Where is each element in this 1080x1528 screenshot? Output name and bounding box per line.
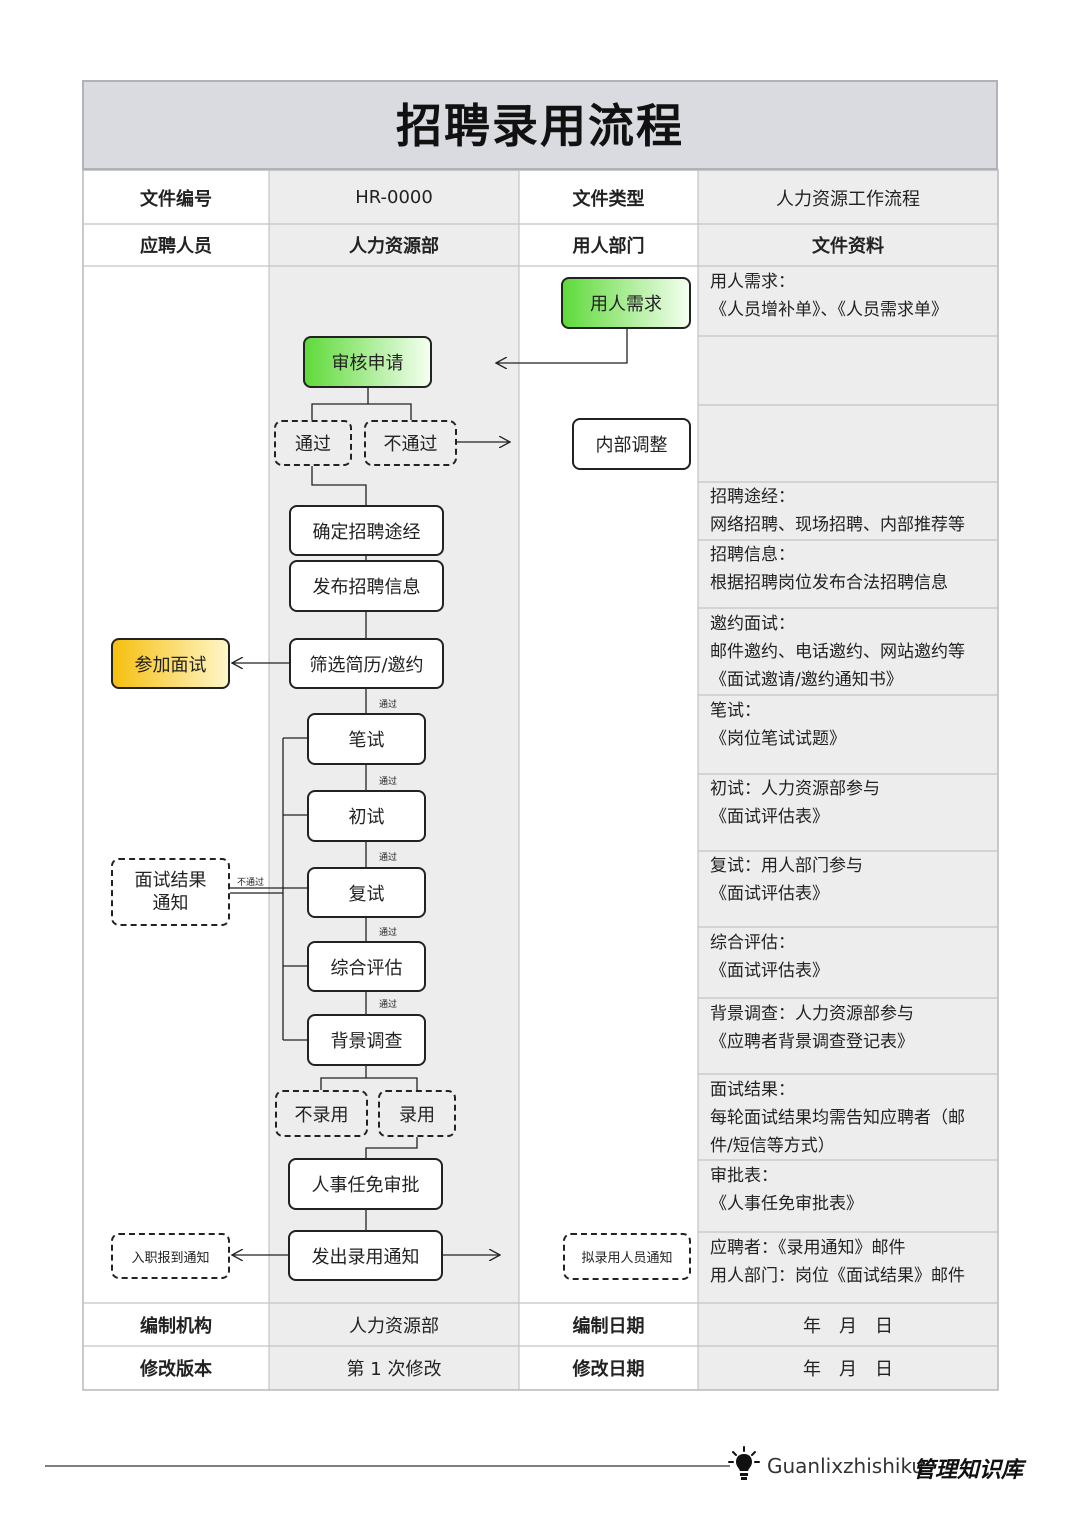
node-result-notice: 面试结果 通知: [111, 858, 230, 926]
note-background: 背景调查：人力资源部参与《应聘者背景调查登记表》: [710, 1004, 914, 1052]
footer-value-mod-date: 年 月 日: [803, 1359, 893, 1380]
note-demand: 用人需求：《人员增补单》、《人员需求单》: [710, 272, 948, 320]
node-first-interview: 初试: [307, 790, 426, 842]
node-dept-notice: 拟录用人员通知: [563, 1233, 691, 1280]
node-attend-interview: 参加面试: [111, 638, 230, 689]
node-publish: 发布招聘信息: [289, 560, 444, 612]
note-approval: 审批表：《人事任免审批表》: [710, 1166, 863, 1214]
note-result: 面试结果：每轮面试结果均需告知应聘者（邮件/短信等方式）: [710, 1080, 965, 1156]
node-onboard-notice: 入职报到通知: [111, 1233, 230, 1279]
node-channel: 确定招聘途经: [289, 505, 444, 556]
note-overall: 综合评估：《面试评估表》: [710, 933, 829, 981]
label-pass-2: 通过: [379, 777, 398, 787]
title-banner: [82, 80, 998, 170]
node-offer: 发出录用通知: [288, 1230, 443, 1281]
header-label-file-type: 文件类型: [572, 188, 645, 210]
node-pass: 通过: [274, 420, 352, 466]
node-internal-adjust: 内部调整: [572, 418, 691, 470]
node-background-check: 背景调查: [307, 1014, 426, 1066]
lightbulb-icon: [728, 1446, 760, 1480]
header-value-file-no: HR-0000: [355, 187, 433, 208]
node-reject: 不录用: [275, 1090, 368, 1137]
node-approval: 人事任免审批: [288, 1158, 443, 1210]
footer-label-org: 编制机构: [140, 1315, 212, 1337]
column-header-applicant: 应聘人员: [140, 236, 212, 257]
column-header-dept: 用人部门: [572, 236, 645, 257]
node-second-interview: 复试: [307, 867, 426, 918]
footer-brand: 管理知识库: [913, 1457, 1024, 1483]
label-pass-1: 通过: [379, 700, 398, 710]
footer-value-version: 第 1 次修改: [346, 1359, 442, 1380]
page-title: 招聘录用流程: [396, 99, 684, 153]
label-fail: 不通过: [237, 878, 265, 888]
note-written: 笔试：《岗位笔试试题》: [710, 701, 846, 749]
label-pass-4: 通过: [379, 928, 398, 938]
header-label-file-no: 文件编号: [140, 188, 212, 210]
node-review: 审核申请: [303, 336, 432, 388]
footer-label-version: 修改版本: [140, 1359, 212, 1380]
note-second: 复试：用人部门参与《面试评估表》: [710, 856, 863, 904]
node-fail: 不通过: [364, 420, 457, 466]
footer-value-date: 年 月 日: [803, 1315, 893, 1337]
footer-label-date: 编制日期: [572, 1315, 645, 1337]
note-publish: 招聘信息：根据招聘岗位发布合法招聘信息: [710, 545, 948, 593]
footer-label-mod-date: 修改日期: [572, 1359, 645, 1380]
node-screen: 筛选简历/邀约: [289, 638, 444, 689]
node-demand: 用人需求: [561, 277, 691, 329]
note-invite: 邀约面试：邮件邀约、电话邀约、网站邀约等《面试邀请/邀约通知书》: [710, 614, 965, 690]
footer-site: Guanlixzhishiku: [767, 1454, 925, 1478]
footer-value-org: 人力资源部: [349, 1315, 439, 1337]
node-written-test: 笔试: [307, 713, 426, 765]
label-pass-3: 通过: [379, 853, 398, 863]
note-first: 初试：人力资源部参与《面试评估表》: [710, 779, 880, 827]
column-header-docs: 文件资料: [812, 236, 884, 257]
header-value-file-type: 人力资源工作流程: [776, 188, 920, 210]
note-offer: 应聘者：《录用通知》邮件用人部门：岗位《面试结果》邮件: [710, 1238, 965, 1286]
column-header-hr: 人力资源部: [349, 236, 439, 257]
label-pass-5: 通过: [379, 1000, 398, 1010]
node-overall-eval: 综合评估: [307, 941, 426, 992]
node-hire: 录用: [378, 1090, 456, 1137]
note-channel: 招聘途经：网络招聘、现场招聘、内部推荐等: [710, 487, 965, 535]
